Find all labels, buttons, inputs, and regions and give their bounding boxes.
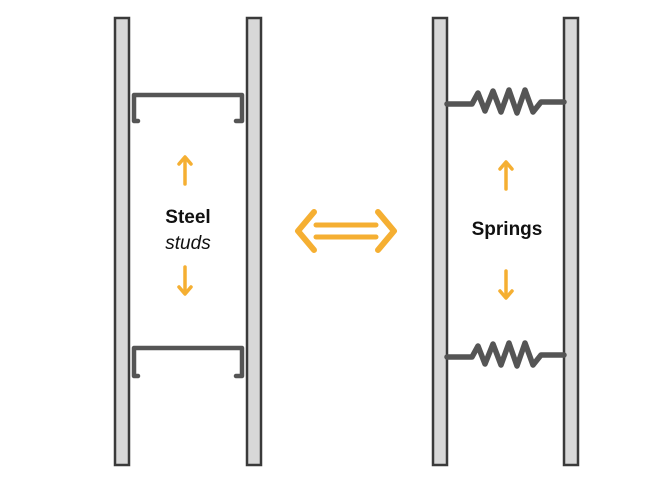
steel-stud-top [131, 92, 245, 124]
steel-stud-bottom [131, 345, 245, 379]
steel-label: Steel [165, 207, 210, 228]
arrow-down-icon [498, 269, 514, 300]
arrow-down-icon [177, 265, 193, 296]
right-wall-panel-inner [562, 16, 580, 467]
arrow-up-icon [498, 160, 514, 191]
right-wall-panel-outer [431, 16, 449, 467]
studs-label: studs [165, 233, 211, 254]
left-wall-panel-outer [113, 16, 131, 467]
left-wall-panel-inner [245, 16, 263, 467]
double-headed-arrow-icon [295, 209, 397, 253]
spring-top [444, 87, 567, 116]
spring-bottom [444, 340, 567, 369]
arrow-up-icon [177, 155, 193, 186]
steel-stud-assembly: Steel studs [113, 16, 263, 467]
springs-label: Springs [472, 219, 543, 240]
spring-assembly: Springs [431, 16, 580, 467]
